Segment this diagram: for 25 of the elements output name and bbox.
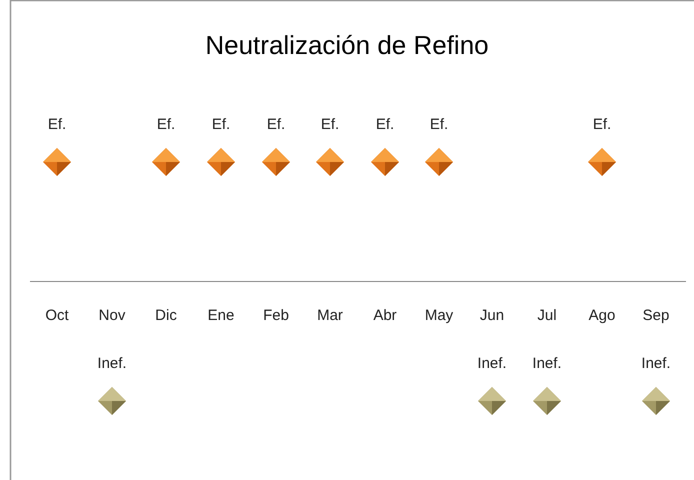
- month-label: Dic: [154, 307, 178, 324]
- month-label: Jul: [536, 307, 558, 324]
- month-label: May: [424, 307, 454, 324]
- status-label: Inef.: [476, 355, 508, 372]
- month-label: Sep: [642, 307, 670, 324]
- status-label: Ef.: [374, 116, 396, 133]
- status-label: Ef.: [266, 116, 286, 133]
- status-label: Ef.: [428, 116, 450, 133]
- month-label: Ene: [206, 307, 236, 324]
- month-label: Nov: [98, 307, 126, 324]
- status-label: Ef.: [592, 116, 612, 133]
- chart-title: Neutralización de Refino: [204, 30, 490, 61]
- status-label: Ef.: [320, 116, 340, 133]
- month-label: Feb: [262, 307, 290, 324]
- month-label: Oct: [44, 307, 70, 324]
- month-label: Abr: [372, 307, 398, 324]
- status-label: Ef.: [46, 116, 68, 133]
- status-label: Inef.: [531, 355, 563, 372]
- status-label: Inef.: [640, 355, 672, 372]
- status-label: Ef.: [210, 116, 232, 133]
- status-label: Ef.: [156, 116, 176, 133]
- month-label: Ago: [588, 307, 616, 324]
- month-label: Jun: [478, 307, 506, 324]
- month-label: Mar: [316, 307, 344, 324]
- status-label: Inef.: [96, 355, 128, 372]
